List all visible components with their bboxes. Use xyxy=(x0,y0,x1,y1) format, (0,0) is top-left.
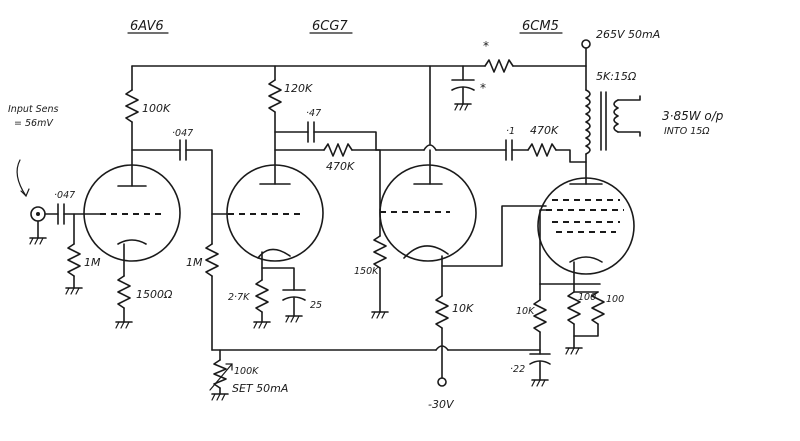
output-grid-network xyxy=(529,209,601,387)
input-arrow-icon xyxy=(16,159,27,197)
input-capacitor xyxy=(44,203,101,225)
input-jack-icon xyxy=(29,206,47,245)
grid-resistor-3 xyxy=(371,209,389,319)
cathode-resistor-1 xyxy=(115,243,133,329)
b-plus-rail xyxy=(131,39,591,91)
cathode-resistor-4b-label: 100 xyxy=(606,294,624,305)
cathode-network-2 xyxy=(253,251,306,329)
output-load-label: INTO 15Ω xyxy=(664,126,710,137)
neg-supply-terminal-icon xyxy=(437,377,447,387)
tube-6cm5-icon xyxy=(537,177,635,275)
coupling-resistor-3-label: 470K xyxy=(530,124,559,137)
supply-terminal-icon xyxy=(581,39,591,49)
tail-resistor xyxy=(435,205,547,387)
tube-label-6cg7: 6CG7 xyxy=(312,19,348,34)
plate-resistor-1 xyxy=(125,65,139,187)
grid-resistor-4-label: 10K xyxy=(516,306,535,317)
grid-resistor-3-label: 150K xyxy=(354,266,379,277)
feedback-capacitor xyxy=(274,121,377,151)
input-sens-value: = 56mV xyxy=(14,118,54,129)
feedback-resistor xyxy=(274,143,381,211)
grid-resistor-2 xyxy=(205,213,229,351)
bias-set-label: SET 50mA xyxy=(232,382,288,395)
output-power-label: 3·85W o/p xyxy=(662,109,724,123)
grid-resistor-1-label: 1M xyxy=(84,256,101,269)
bias-line xyxy=(211,345,541,351)
coupling-cap-1-label: ·047 xyxy=(172,128,193,139)
coupling-capacitor-1 xyxy=(131,139,213,245)
tube-label-6cm5: 6CM5 xyxy=(522,19,559,34)
transformer-ratio-label: 5K:15Ω xyxy=(596,70,637,83)
bias-pot-value-label: 100K xyxy=(234,366,259,377)
bias-cap-label: ·22 xyxy=(510,364,525,375)
tube-label-6av6: 6AV6 xyxy=(130,19,164,34)
grid-resistor-2-label: 1M xyxy=(186,256,203,269)
grid-resistor-1 xyxy=(65,213,83,295)
supply-voltage-label: 265V 50mA xyxy=(596,28,660,41)
filter-capacitor xyxy=(451,65,475,111)
neg-supply-label: -30V xyxy=(428,398,455,411)
dropper-star-label: * xyxy=(483,39,489,53)
plate-resistor-2-label: 120K xyxy=(284,82,313,95)
feedback-cap-label: ·47 xyxy=(306,108,321,119)
bias-potentiometer-icon xyxy=(209,349,233,401)
cathode-cap-2-label: 25 xyxy=(310,300,322,311)
coupling-capacitor-3 xyxy=(505,139,587,163)
feedback-resistor-label: 470K xyxy=(326,160,355,173)
input-arrowhead-icon xyxy=(20,188,30,198)
tube-6cg7-b-icon xyxy=(379,164,477,262)
cathode-resistor-2-label: 2·7K xyxy=(228,292,250,303)
output-cathode-resistors xyxy=(565,261,605,355)
input-sens-label: Input Sens xyxy=(8,104,59,115)
output-transformer-icon xyxy=(585,89,641,179)
cathode-resistor-4a-label: 100 xyxy=(578,292,596,303)
plate-resistor-2 xyxy=(268,65,282,185)
input-cap-label: ·047 xyxy=(54,190,75,201)
cathode-resistor-1-label: 1500Ω xyxy=(136,288,173,301)
plate-resistor-1-label: 100K xyxy=(142,102,171,115)
coupling-cap-3-label: ·1 xyxy=(506,126,515,137)
tail-resistor-label: 10K xyxy=(452,302,474,315)
filter-cap-star-label: * xyxy=(480,81,486,95)
splitter-plate-wire xyxy=(375,65,507,185)
